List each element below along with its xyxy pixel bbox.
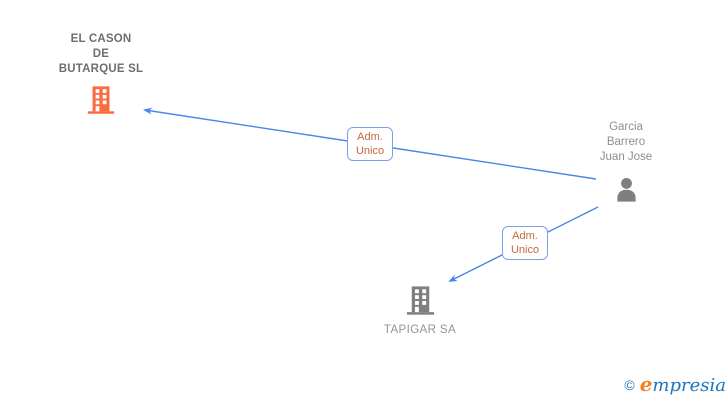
edge-label-line: Adm. [357,131,383,143]
edge-label-adm-unico: Adm. Unico [502,226,548,260]
company-name-line: EL CASON [70,33,132,45]
company-name: EL CASON DE BUTARQUE SL [59,32,143,77]
brand-rest: mpresia [652,375,726,396]
edge-label-line: Unico [510,244,540,256]
node-el-cason-de-butarque-sl[interactable]: EL CASON DE BUTARQUE SL [19,32,183,116]
company-name-line: BUTARQUE SL [58,63,144,75]
company-name-line: DE [92,48,110,60]
person-name-line: Garcia [609,121,643,133]
brand-logo: empresia [640,374,726,396]
person-name-line: Barrero [606,136,646,148]
person-name: Garcia Barrero Juan Jose [600,120,652,165]
node-tapigar-sa[interactable]: TAPIGAR SA [338,284,502,338]
building-icon [87,86,115,114]
person-icon [616,178,636,202]
building-icon [406,286,434,315]
node-garcia-barrero-juan-jose[interactable]: Garcia Barrero Juan Jose [544,120,708,206]
company-name: TAPIGAR SA [384,323,456,338]
person-name-line: Juan Jose [599,151,653,163]
edge-label-line: Adm. [512,230,538,242]
company-name-line: TAPIGAR SA [383,324,457,336]
edge-label-line: Unico [355,145,385,157]
empresia-watermark: © empresia [624,374,726,396]
edge-label-adm-unico: Adm. Unico [347,127,393,161]
brand-initial: e [639,372,653,396]
copyright-icon: © [624,377,635,393]
